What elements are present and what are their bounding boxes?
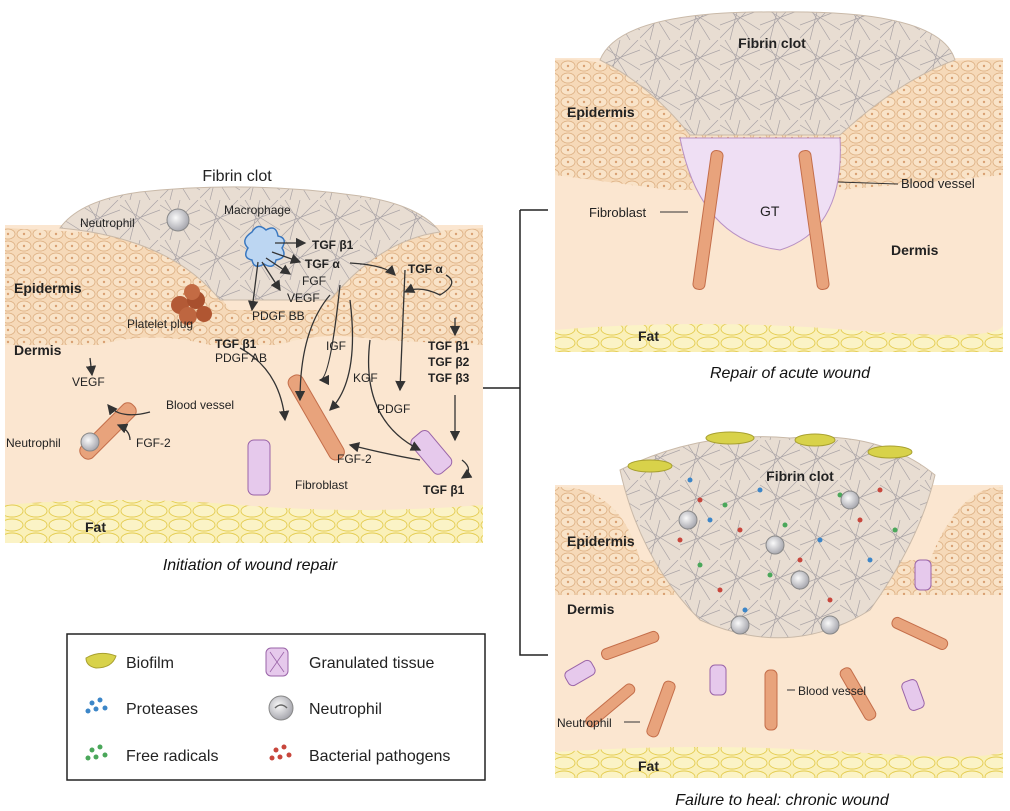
factor-fgf2-fibroblast: FGF-2 (337, 452, 372, 466)
proteases-icon (85, 697, 108, 714)
factor-fgf2-vessel: FGF-2 (136, 436, 171, 450)
acute-panel: Fibrin clot Epidermis Fibroblast GT Bloo… (555, 11, 1003, 382)
initiation-title: Fibrin clot (202, 168, 272, 185)
factor-tgfb2-stack: TGF β2 (428, 355, 470, 369)
biofilm-deposits (627, 431, 913, 473)
neutrophil-cell-top (166, 208, 190, 232)
initiation-panel: Fibrin clot Neutrophil Macrophage Epider… (5, 168, 483, 574)
acute-leaders (660, 181, 899, 213)
initiation-caption: Initiation of wound repair (163, 557, 338, 574)
factor-tgfb1-stack: TGF β1 (428, 339, 470, 353)
factor-tgfb1-mac: TGF β1 (312, 238, 354, 252)
fat-layer (5, 500, 483, 543)
acute-fibrin-clot-label: Fibrin clot (738, 35, 806, 51)
chronic-panel: Fibrin clot Epidermis Dermis Neutrophil … (555, 431, 1003, 809)
factor-tgfa-mac: TGF α (305, 257, 340, 271)
acute-vessel-1 (692, 149, 724, 291)
macrophage-cell (244, 225, 285, 267)
chronic-fat-layer (555, 747, 1003, 778)
acute-fat-layer (555, 324, 1003, 352)
factor-tgfb1-platelet: TGF β1 (215, 337, 257, 351)
neutrophil-top-label: Neutrophil (80, 216, 135, 230)
factor-igf: IGF (326, 339, 346, 353)
factor-pdgf: PDGF (377, 402, 410, 416)
legend-label-biofilm: Biofilm (126, 655, 174, 672)
factor-kgf: KGF (353, 371, 378, 385)
acute-vessel-2 (798, 149, 830, 291)
chronic-neutrophils (678, 490, 860, 635)
chronic-dermis-label: Dermis (567, 601, 615, 617)
acute-caption: Repair of acute wound (710, 365, 871, 382)
chronic-caption: Failure to heal: chronic wound (675, 792, 890, 809)
chronic-particles (677, 477, 898, 613)
chronic-leaders (624, 689, 795, 723)
neutrophil-cell-bottom (80, 432, 100, 452)
factor-tgfb3-stack: TGF β3 (428, 371, 470, 385)
legend-label-bacterial-pathogens: Bacterial pathogens (309, 748, 450, 765)
legend-label-neutrophil: Neutrophil (309, 701, 382, 718)
factor-pdgfab: PDGF AB (215, 351, 267, 365)
chronic-epidermis-label: Epidermis (567, 533, 635, 549)
bacterial-pathogens-icon (269, 744, 292, 761)
legend-label-free-radicals: Free radicals (126, 748, 218, 765)
factor-tgfb1-fibroblast: TGF β1 (423, 483, 465, 497)
neutrophil-icon (268, 695, 294, 721)
acute-fibrin-clot (599, 11, 956, 136)
platelet-plug-label: Platelet plug (127, 317, 193, 331)
acute-blood-vessel-label: Blood vessel (901, 176, 975, 191)
blood-vessel-label-left: Blood vessel (166, 398, 234, 412)
panel-connector (483, 209, 548, 656)
chronic-fat-label: Fat (638, 758, 659, 774)
chronic-fibrin-clot-label: Fibrin clot (766, 468, 834, 484)
legend-label-proteases: Proteases (126, 701, 198, 718)
legend: Biofilm Granulated tissue Proteases Neut… (66, 633, 486, 781)
epidermis-layer (5, 228, 483, 345)
biofilm-icon (85, 652, 117, 669)
neutrophil-bottom-label: Neutrophil (6, 436, 61, 450)
factor-vegf-vessel: VEGF (72, 375, 105, 389)
chronic-blood-vessel-label: Blood vessel (798, 684, 866, 698)
fibroblast-label: Fibroblast (295, 478, 348, 492)
free-radicals-icon (85, 744, 108, 761)
acute-gt-label: GT (760, 203, 780, 219)
dermis-label: Dermis (14, 342, 62, 358)
factor-tgfa-epi: TGF α (408, 262, 443, 276)
platelet-plug (171, 284, 212, 325)
acute-fat-label: Fat (638, 328, 659, 344)
factor-pdgfbb: PDGF BB (252, 309, 305, 323)
factor-fgf: FGF (302, 274, 326, 288)
acute-dermis-label: Dermis (891, 242, 939, 258)
acute-fibroblast-label: Fibroblast (589, 205, 646, 220)
fat-label: Fat (85, 519, 106, 535)
legend-label-granulated-tissue: Granulated tissue (309, 655, 435, 672)
acute-epidermis-label: Epidermis (567, 104, 635, 120)
fibroblast-cell-1 (247, 439, 271, 496)
factor-vegf-mac: VEGF (287, 291, 320, 305)
chronic-fibroblasts (564, 559, 932, 711)
macrophage-label: Macrophage (224, 203, 291, 217)
granulated-tissue-icon (265, 647, 289, 677)
chronic-neutrophil-label: Neutrophil (557, 716, 612, 730)
chronic-vessels (585, 616, 949, 738)
epidermis-label: Epidermis (14, 280, 82, 296)
signaling-arrows (85, 237, 473, 479)
